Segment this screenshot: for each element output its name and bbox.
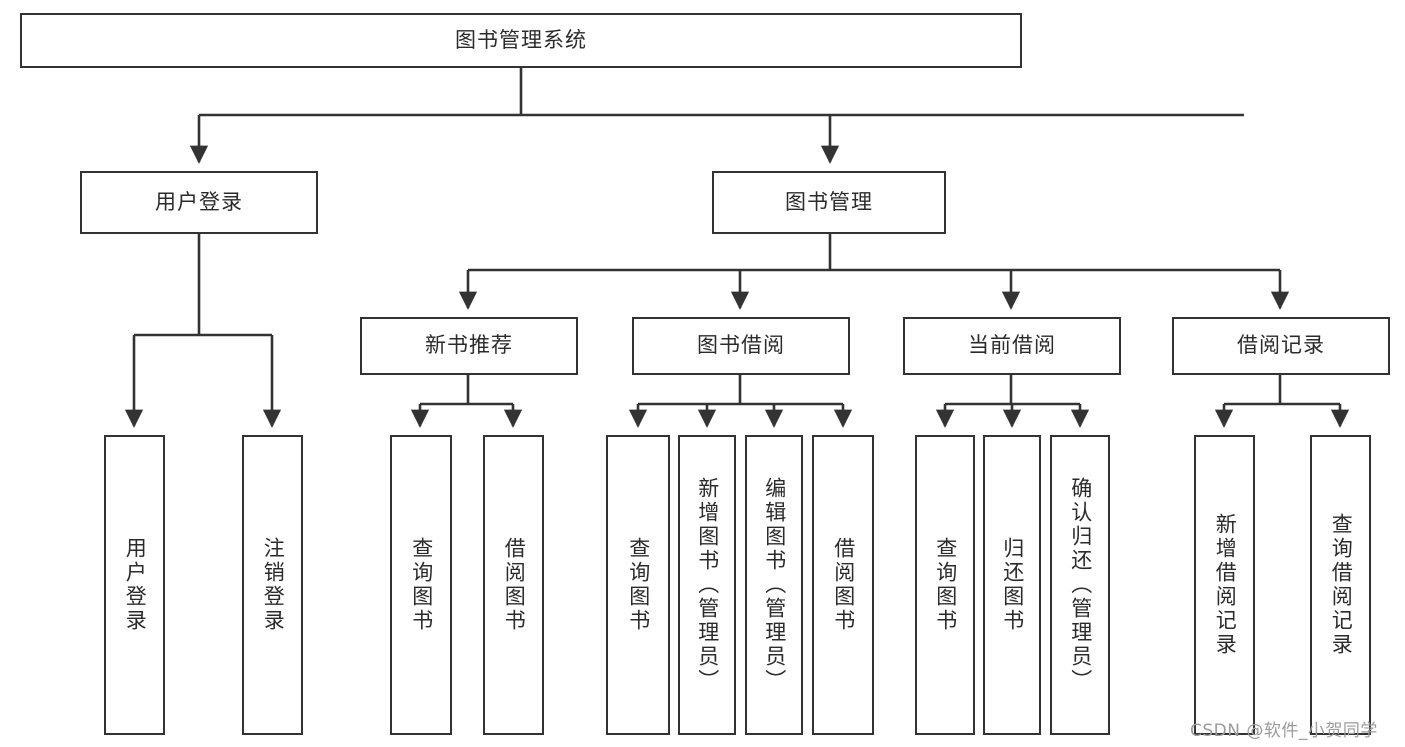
- node-leaf-confirm-return-admin[interactable]: 确认归还（管理员）: [1050, 435, 1110, 735]
- node-leaf-query-book-3-label: 查询图书: [933, 537, 958, 633]
- node-leaf-return-book[interactable]: 归还图书: [983, 435, 1041, 735]
- node-user-login-label: 用户登录: [155, 189, 243, 214]
- node-leaf-add-record[interactable]: 新增借阅记录: [1194, 435, 1255, 735]
- node-new-book-recommend-label: 新书推荐: [425, 333, 513, 358]
- node-user-login[interactable]: 用户登录: [80, 171, 318, 234]
- node-leaf-user-login[interactable]: 用户登录: [104, 435, 165, 735]
- node-current-borrow-label: 当前借阅: [968, 333, 1056, 358]
- node-book-management-label: 图书管理: [785, 189, 873, 214]
- node-book-borrow-label: 图书借阅: [697, 333, 785, 358]
- node-leaf-return-book-label: 归还图书: [1000, 537, 1025, 633]
- node-leaf-borrow-book-1-label: 借阅图书: [502, 537, 527, 633]
- node-leaf-add-book-admin-label: 新增图书（管理员）: [695, 477, 720, 693]
- csdn-watermark: CSDN @软件_小贺同学: [1190, 721, 1378, 741]
- node-borrow-record-label: 借阅记录: [1237, 333, 1325, 358]
- node-leaf-borrow-book-1[interactable]: 借阅图书: [483, 435, 544, 735]
- node-book-borrow[interactable]: 图书借阅: [632, 317, 850, 375]
- node-leaf-confirm-return-admin-label: 确认归还（管理员）: [1068, 477, 1093, 693]
- node-leaf-logout-label: 注销登录: [261, 537, 286, 633]
- node-leaf-add-record-label: 新增借阅记录: [1213, 513, 1238, 657]
- node-leaf-borrow-book-2-label: 借阅图书: [831, 537, 856, 633]
- node-leaf-query-book-2-label: 查询图书: [626, 537, 651, 633]
- node-leaf-query-record-label: 查询借阅记录: [1329, 513, 1354, 657]
- node-borrow-record[interactable]: 借阅记录: [1172, 317, 1390, 375]
- node-leaf-query-book-3[interactable]: 查询图书: [915, 435, 975, 735]
- node-leaf-edit-book-admin[interactable]: 编辑图书（管理员）: [745, 435, 803, 735]
- node-current-borrow[interactable]: 当前借阅: [903, 317, 1121, 375]
- node-leaf-user-login-label: 用户登录: [123, 537, 148, 633]
- node-leaf-add-book-admin[interactable]: 新增图书（管理员）: [678, 435, 736, 735]
- node-leaf-query-book-1[interactable]: 查询图书: [390, 435, 452, 735]
- node-leaf-query-book-1-label: 查询图书: [409, 537, 434, 633]
- node-leaf-edit-book-admin-label: 编辑图书（管理员）: [762, 477, 787, 693]
- node-root-label: 图书管理系统: [455, 27, 587, 52]
- node-root-system[interactable]: 图书管理系统: [20, 13, 1022, 68]
- node-book-management[interactable]: 图书管理: [712, 171, 946, 234]
- node-leaf-borrow-book-2[interactable]: 借阅图书: [812, 435, 874, 735]
- node-leaf-logout[interactable]: 注销登录: [242, 435, 303, 735]
- node-new-book-recommend[interactable]: 新书推荐: [360, 317, 578, 375]
- node-leaf-query-record[interactable]: 查询借阅记录: [1310, 435, 1371, 735]
- node-leaf-query-book-2[interactable]: 查询图书: [606, 435, 670, 735]
